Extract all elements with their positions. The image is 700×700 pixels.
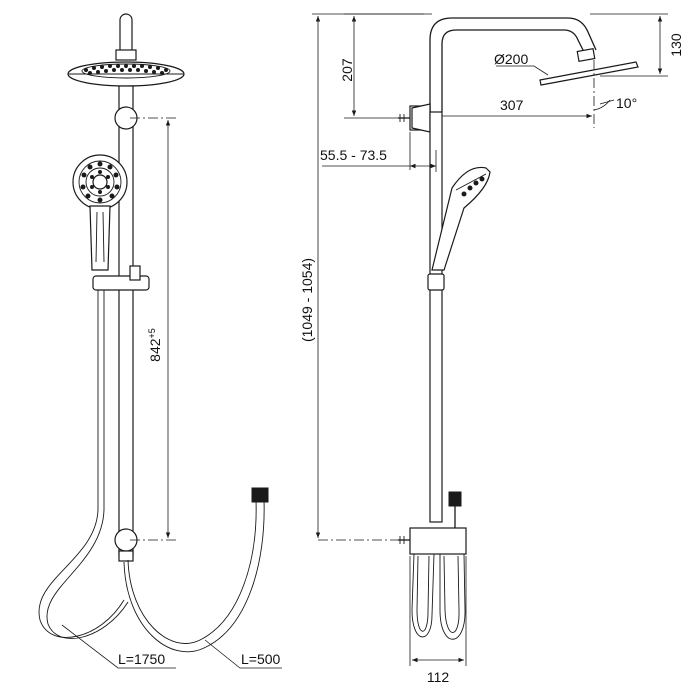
side-hose-loop-right bbox=[439, 553, 466, 640]
front-hose-connector bbox=[251, 487, 269, 503]
front-shower-bar bbox=[118, 85, 134, 557]
total-height-label: (1049 - 1054) bbox=[299, 258, 315, 342]
arm-rise-label: 207 bbox=[339, 58, 355, 82]
base-width-label: 112 bbox=[427, 669, 450, 685]
front-overhead-shower-head bbox=[67, 49, 185, 87]
side-diverter-body bbox=[398, 491, 467, 555]
head-diameter-label: Ø200 bbox=[494, 51, 528, 67]
front-hand-shower bbox=[72, 154, 128, 271]
front-hose-short bbox=[127, 499, 257, 644]
head-angle-label: 10° bbox=[616, 95, 637, 111]
arm-reach-label: 307 bbox=[500, 97, 524, 113]
side-gooseneck-arm bbox=[429, 17, 597, 112]
side-view: Ø200 130 10° 207 307 55.5 bbox=[299, 13, 684, 685]
hose-long-length-label: L=1750 bbox=[118, 651, 165, 667]
front-hose-long bbox=[38, 290, 125, 638]
wall-offset-label: 55.5 - 73.5 bbox=[320, 147, 387, 163]
front-view: 842+5 L=1750 L=500 bbox=[38, 13, 282, 669]
head-drop-label: 130 bbox=[668, 33, 684, 57]
side-overhead-shower-head bbox=[539, 61, 639, 86]
side-hose-loop-left bbox=[411, 553, 435, 638]
hose-short-length-label: L=500 bbox=[241, 651, 281, 667]
side-shower-bar bbox=[429, 111, 443, 523]
front-slide-holder bbox=[92, 265, 150, 291]
bar-height-dimension: 842+5 bbox=[147, 328, 163, 362]
side-hand-shower bbox=[431, 166, 491, 271]
side-top-wall-bracket bbox=[398, 103, 431, 133]
side-slide-holder bbox=[427, 273, 445, 291]
